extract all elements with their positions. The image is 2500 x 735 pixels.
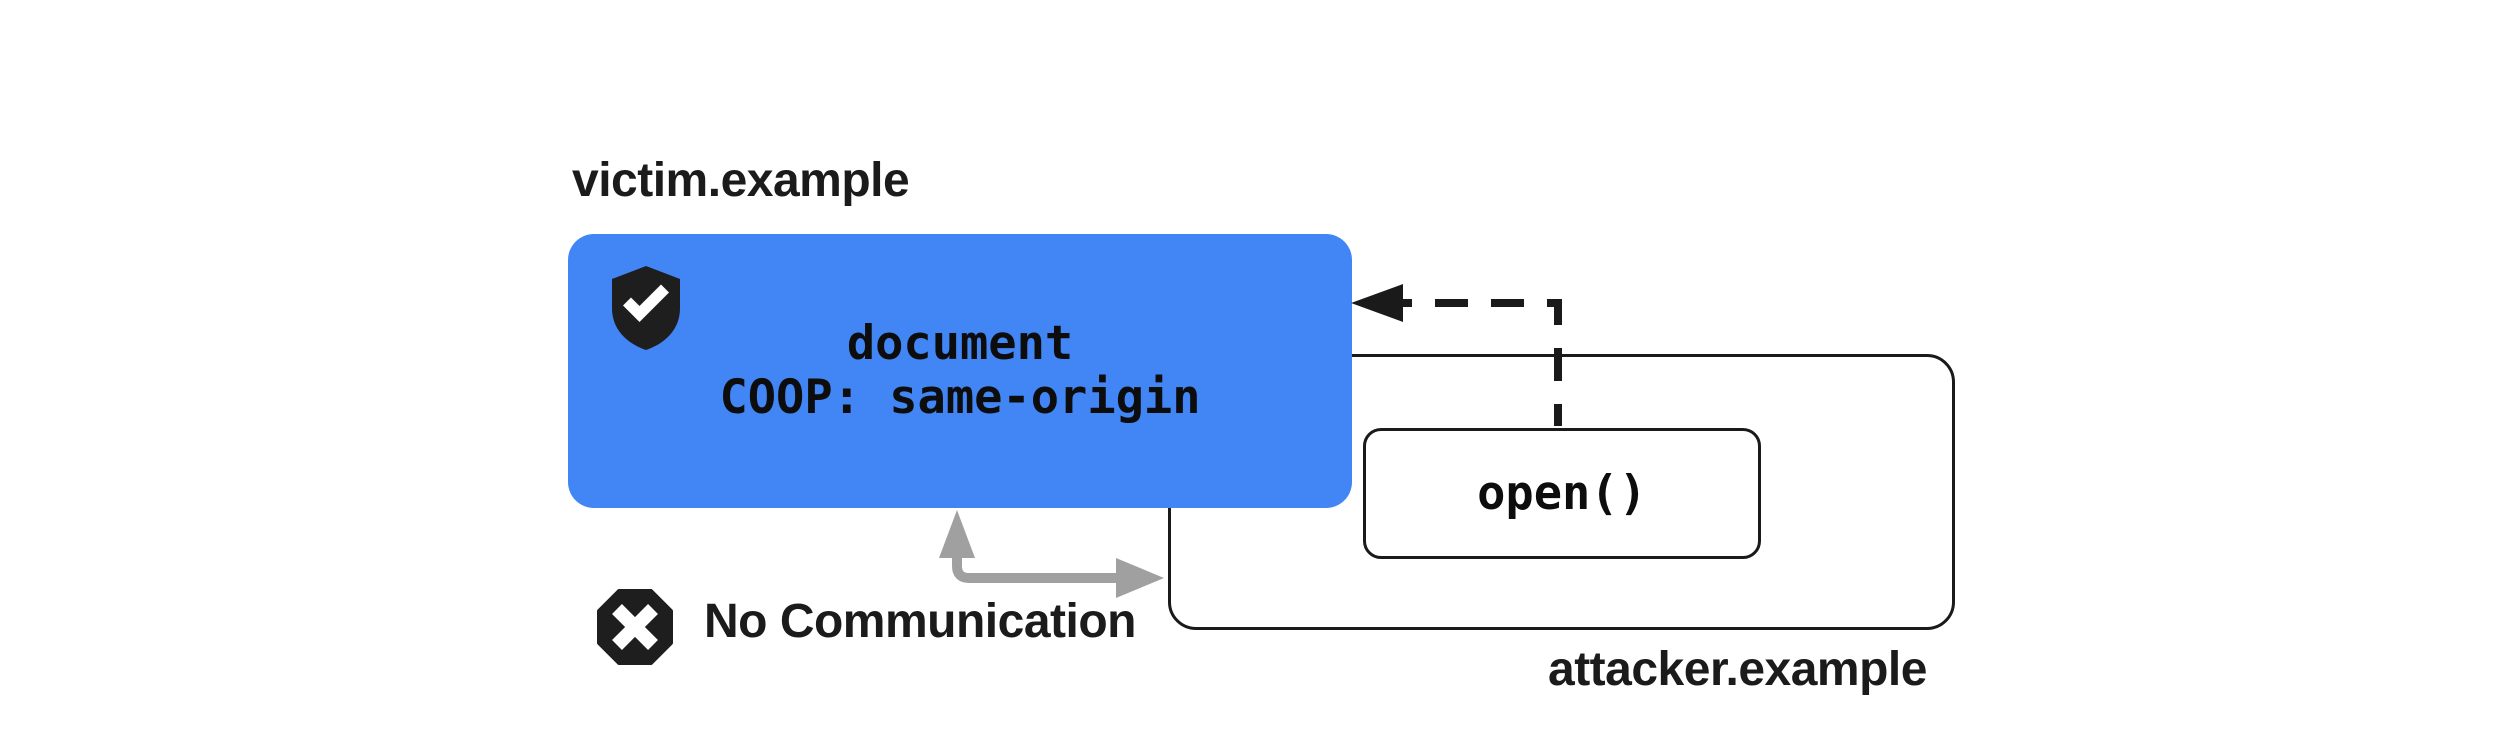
attacker-domain-label: attacker.example xyxy=(1548,643,1927,696)
victim-domain-label: victim.example xyxy=(572,154,910,207)
shield-check-icon xyxy=(612,266,680,350)
blocked-communication-arrow xyxy=(939,510,1164,598)
no-communication-label: No Communication xyxy=(704,595,1137,648)
open-call-label: open() xyxy=(1477,465,1647,521)
no-communication-x-icon xyxy=(597,589,673,665)
victim-box-text: document COOP: same-origin xyxy=(568,234,1352,508)
open-call-box: open() xyxy=(1363,428,1761,559)
victim-document-box: document COOP: same-origin xyxy=(568,234,1352,508)
victim-box-line1: document xyxy=(846,316,1074,371)
victim-box-line2: COOP: same-origin xyxy=(719,370,1201,425)
